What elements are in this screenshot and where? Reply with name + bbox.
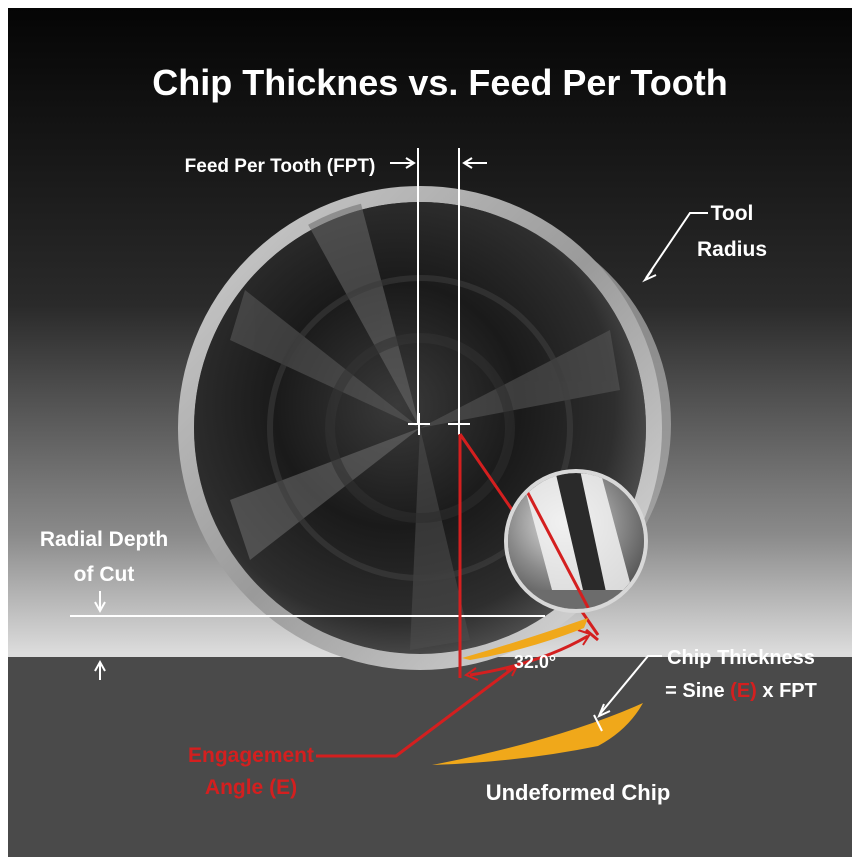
tool-radius-label-line1: Tool xyxy=(711,202,754,225)
chip-thickness-label-line1: Chip Thickness xyxy=(667,647,815,669)
engagement-angle-label-line2: Angle (E) xyxy=(205,776,297,799)
formula-prefix: = Sine xyxy=(665,680,730,702)
formula-variable: (E) xyxy=(730,680,757,702)
radial-depth-label-line2: of Cut xyxy=(74,563,135,586)
engagement-angle-value: 32.0° xyxy=(514,652,556,672)
undeformed-chip-label: Undeformed Chip xyxy=(486,780,671,805)
chip-thickness-formula: = Sine (E) x FPT xyxy=(665,680,817,702)
fpt-label: Feed Per Tooth (FPT) xyxy=(185,156,376,177)
formula-suffix: x FPT xyxy=(757,680,817,702)
radial-depth-label-line1: Radial Depth xyxy=(40,528,168,551)
engagement-angle-label-line1: Engagement xyxy=(188,744,314,767)
tool-radius-label-line2: Radius xyxy=(697,238,767,261)
diagram-title: Chip Thicknes vs. Feed Per Tooth xyxy=(152,62,727,103)
